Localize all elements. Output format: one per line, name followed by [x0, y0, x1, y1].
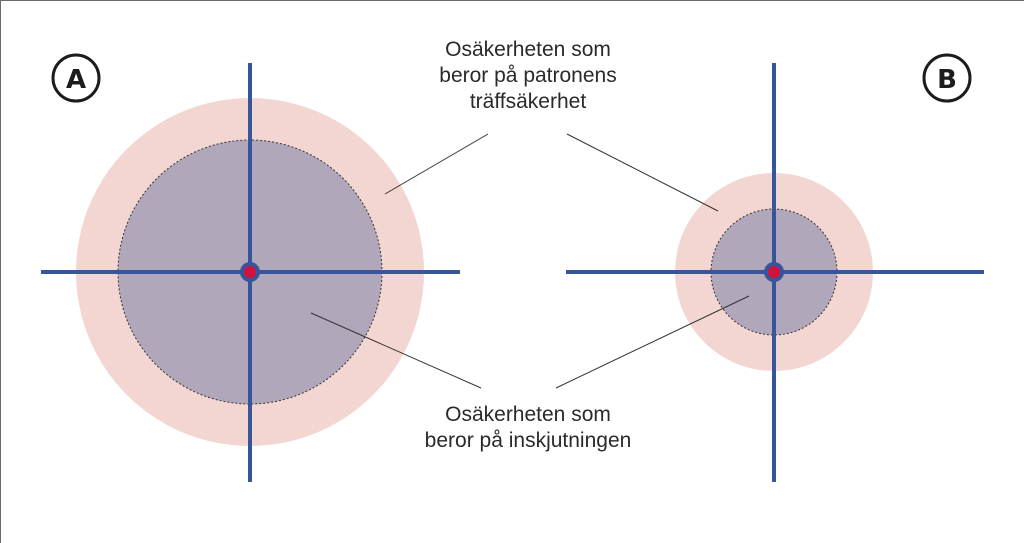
- target-a: [41, 63, 460, 482]
- leader-lines: [310, 133, 750, 389]
- annotation-line: träffsäkerhet: [470, 90, 587, 113]
- badge-a: A: [51, 53, 101, 103]
- annotation-line: Osäkerheten som: [445, 403, 611, 426]
- badge-a-label: A: [66, 65, 86, 95]
- leader-line: [555, 295, 750, 389]
- badge-b-label: B: [937, 65, 957, 95]
- annotation-line: Osäkerheten som: [445, 38, 611, 61]
- annotation-bottom: Osäkerheten som beror på inskjutningen: [425, 403, 632, 452]
- center-dot: [244, 266, 256, 278]
- annotation-line: beror på inskjutningen: [425, 429, 632, 452]
- leader-line: [566, 133, 719, 212]
- leader-line: [310, 312, 482, 389]
- annotation-top: Osäkerheten som beror på patronens träff…: [439, 38, 616, 113]
- target-b: [566, 63, 984, 482]
- leader-line: [384, 133, 489, 195]
- center-dot: [768, 266, 780, 278]
- annotation-line: beror på patronens: [439, 64, 616, 87]
- badge-b: B: [922, 53, 972, 103]
